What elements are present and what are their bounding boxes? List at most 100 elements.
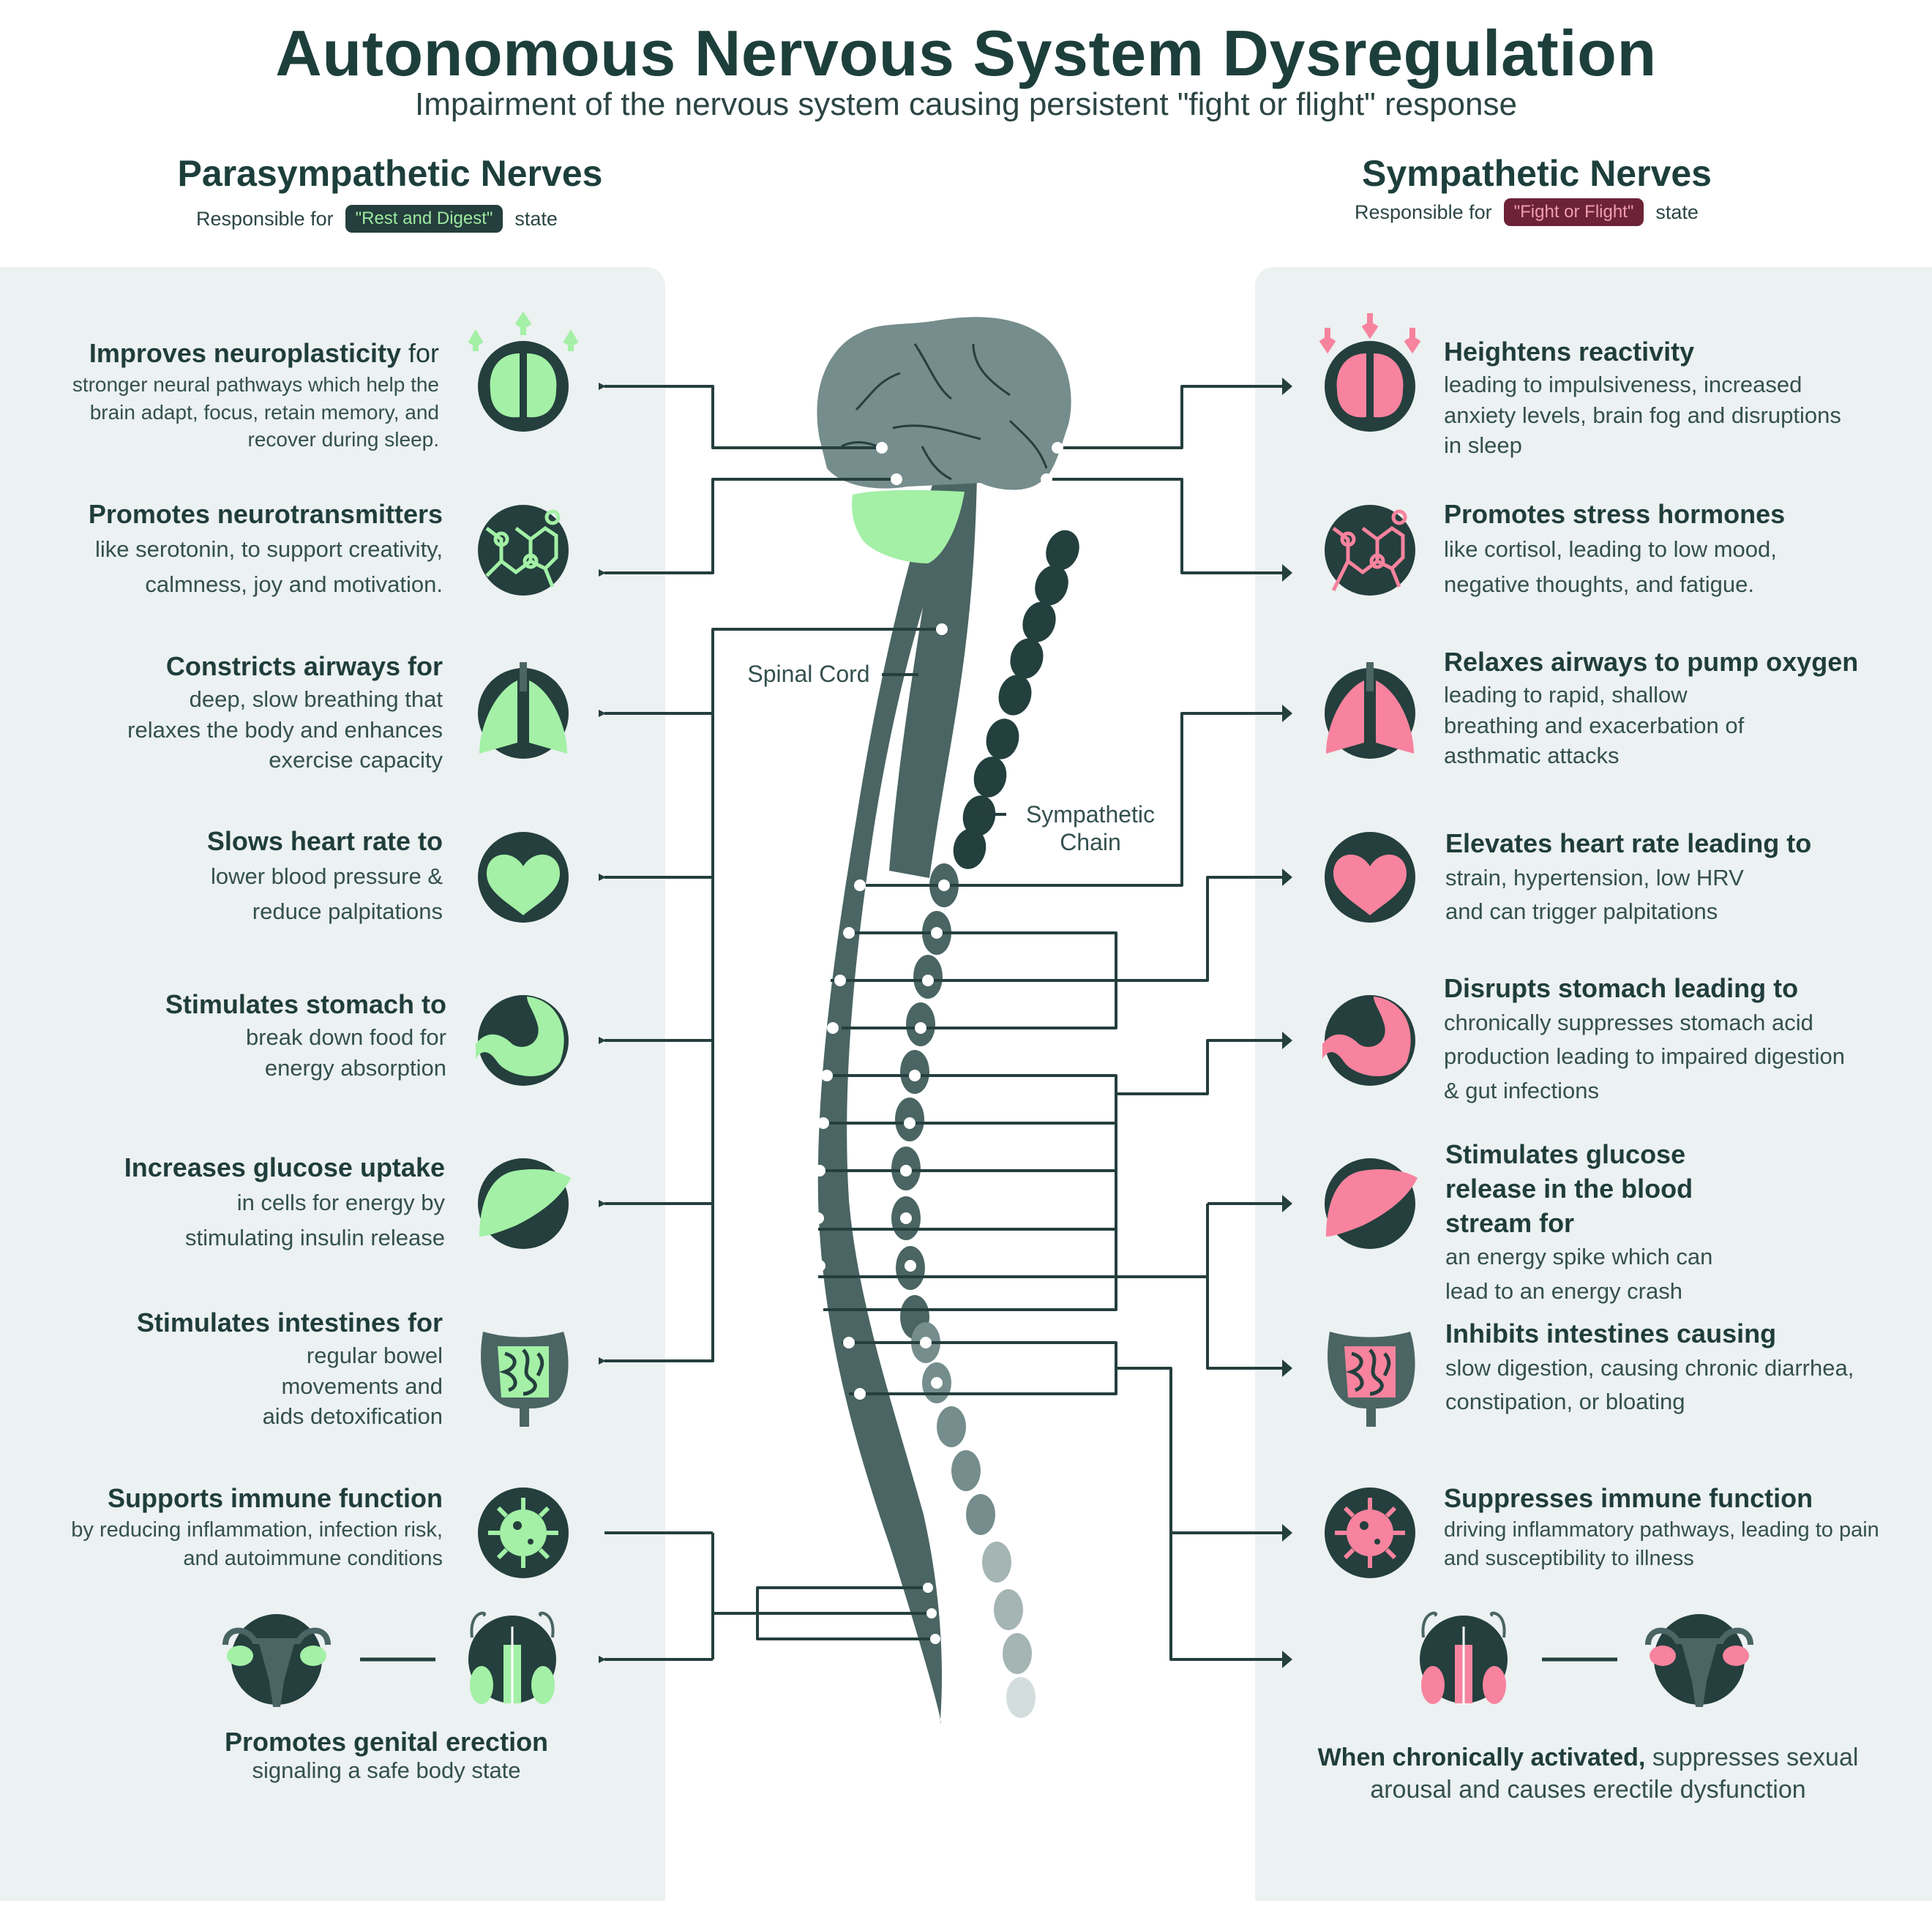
para-item-neurotransmitters: Promotes neurotransmitters like serotoni…	[33, 498, 443, 602]
responsible-suffix: state	[514, 207, 558, 230]
para-item-intestines: Stimulates intestines for regular bowel …	[95, 1306, 443, 1432]
symp-item-immune: Suppresses immune function driving infla…	[1444, 1482, 1883, 1573]
item-title: Increases glucose uptake	[124, 1152, 445, 1182]
item-title: Constricts airways for	[165, 651, 443, 681]
item-desc: break down food for energy absorption	[245, 1024, 446, 1081]
item-desc: leading to rapid, shallow breathing and …	[1444, 681, 1745, 769]
symp-item-stomach: Disrupts stomach leading to chronically …	[1444, 972, 1854, 1108]
item-title: Stimulates glucose release in the blood …	[1445, 1139, 1693, 1238]
stomach-icon	[476, 995, 569, 1086]
para-item-neuroplasticity: Improves neuroplasticity for stronger ne…	[33, 337, 439, 454]
sympathetic-chain-mid	[891, 863, 959, 1339]
page-subtitle: Impairment of the nervous system causing…	[415, 86, 1517, 122]
item-title: Elevates heart rate leading to	[1445, 828, 1812, 858]
item-desc: strain, hypertension, low HRV and can tr…	[1445, 864, 1744, 925]
para-item-stomach: Stimulates stomach to break down food fo…	[132, 988, 446, 1083]
male-genital-icon	[468, 1611, 556, 1705]
rest-digest-badge: "Rest and Digest"	[345, 205, 503, 233]
item-desc: driving inflammatory pathways, leading t…	[1444, 1517, 1879, 1570]
page-title: Autonomous Nervous System Dysregulation	[275, 17, 1657, 89]
sympathetic-heading: Sympathetic Nerves	[1361, 153, 1712, 194]
molecule-icon	[478, 505, 569, 596]
sympathetic-chain-label: Sympathetic Chain	[1010, 800, 1171, 857]
para-genital-caption: Promotes genital erection signaling a sa…	[167, 1727, 606, 1784]
parasympathetic-connectors	[604, 383, 942, 1659]
lungs-icon	[1325, 662, 1415, 759]
item-title: Slows heart rate to	[206, 826, 443, 856]
lungs-icon	[478, 662, 569, 759]
arrowheads-right	[1282, 378, 1292, 1668]
spinal-cord-label: Spinal Cord	[747, 661, 870, 687]
responsible-suffix: state	[1655, 200, 1699, 223]
item-desc: deep, slow breathing that relaxes the bo…	[127, 686, 443, 773]
para-item-airways: Constricts airways for deep, slow breath…	[117, 650, 443, 776]
parasympathetic-responsible: Responsible for "Rest and Digest" state	[196, 205, 558, 233]
item-title-suffix: for	[400, 338, 439, 368]
brain-illustration	[817, 317, 1071, 563]
item-title: Heightens reactivity	[1444, 337, 1695, 367]
symp-item-glucose: Stimulates glucose release in the blood …	[1445, 1138, 1826, 1308]
heart-icon	[478, 832, 569, 923]
uterus-icon	[222, 1614, 331, 1707]
liver-icon	[478, 1158, 571, 1249]
item-title: Stimulates stomach to	[165, 989, 446, 1019]
item-desc: by reducing inflammation, infection risk…	[71, 1517, 443, 1570]
item-title: Inhibits intestines causing	[1445, 1318, 1777, 1348]
brain-icon	[1319, 313, 1421, 432]
para-item-glucose: Increases glucose uptake in cells for en…	[95, 1151, 445, 1256]
male-genital-icon	[1420, 1611, 1508, 1705]
para-item-immune: Supports immune function by reducing inf…	[51, 1482, 443, 1573]
para-icons	[222, 311, 579, 1707]
heart-icon	[1325, 832, 1415, 923]
spinal-cord	[817, 483, 967, 1724]
molecule-icon	[1325, 505, 1415, 596]
item-title: Promotes stress hormones	[1444, 499, 1786, 529]
symp-genital-caption: When chronically activated, suppresses s…	[1288, 1741, 1888, 1806]
genital-title: When chronically activated,	[1317, 1744, 1646, 1771]
parasympathetic-heading: Parasympathetic Nerves	[177, 153, 603, 194]
item-title: Supports immune function	[108, 1483, 443, 1513]
responsible-prefix: Responsible for	[196, 207, 334, 230]
genital-desc: signaling a safe body state	[252, 1757, 521, 1783]
item-desc: like cortisol, leading to low mood, nega…	[1444, 536, 1777, 597]
symp-item-intestines: Inhibits intestines causing slow digesti…	[1445, 1317, 1855, 1419]
item-title: Suppresses immune function	[1444, 1483, 1813, 1513]
para-item-heart: Slows heart rate to lower blood pressure…	[179, 825, 443, 929]
fight-flight-badge: "Fight or Flight"	[1503, 198, 1644, 226]
item-title: Improves neuroplasticity	[89, 338, 401, 368]
item-title: Disrupts stomach leading to	[1444, 973, 1799, 1003]
liver-icon	[1325, 1158, 1418, 1249]
symp-item-stress-hormones: Promotes stress hormones like cortisol, …	[1444, 498, 1854, 602]
symp-item-heart: Elevates heart rate leading to strain, h…	[1445, 827, 1841, 929]
item-title: Promotes neurotransmitters	[88, 499, 443, 529]
item-title: Relaxes airways to pump oxygen	[1444, 647, 1859, 677]
chain-label-line2: Chain	[1060, 829, 1121, 856]
item-desc: like serotonin, to support creativity, c…	[95, 536, 443, 597]
intestines-icon	[481, 1332, 569, 1427]
item-desc: leading to impulsiveness, increased anxi…	[1444, 371, 1841, 459]
nerve-junction-dots	[812, 442, 1063, 1644]
chain-label-line1: Sympathetic	[1025, 801, 1156, 828]
brain-icon	[468, 311, 579, 432]
sympathetic-responsible: Responsible for "Fight or Flight" state	[1355, 198, 1699, 226]
item-desc: lower blood pressure & reduce palpitatio…	[210, 863, 443, 924]
sympathetic-chain	[953, 530, 1079, 869]
symp-item-airways: Relaxes airways to pump oxygen leading t…	[1444, 645, 1868, 771]
item-desc: slow digestion, causing chronic diarrhea…	[1445, 1354, 1854, 1415]
intestines-icon	[1328, 1332, 1415, 1427]
stomach-icon	[1322, 995, 1415, 1086]
uterus-icon	[1645, 1614, 1753, 1707]
genital-title: Promotes genital erection	[224, 1727, 549, 1757]
genital-desc: suppresses sexual arousal and causes ere…	[1370, 1744, 1859, 1804]
item-desc: regular bowel movements and aids detoxif…	[262, 1342, 443, 1430]
cerebellum	[852, 489, 965, 563]
item-desc: an energy spike which can lead to an ene…	[1445, 1244, 1713, 1304]
item-title: Stimulates intestines for	[136, 1307, 443, 1337]
item-desc: in cells for energy by stimulating insul…	[185, 1189, 445, 1250]
item-desc: stronger neural pathways which help the …	[72, 372, 439, 451]
sympathetic-connectors	[818, 385, 1284, 1661]
responsible-prefix: Responsible for	[1355, 200, 1492, 223]
virus-icon	[1325, 1487, 1415, 1578]
symp-item-reactivity: Heightens reactivity leading to impulsiv…	[1444, 335, 1868, 461]
